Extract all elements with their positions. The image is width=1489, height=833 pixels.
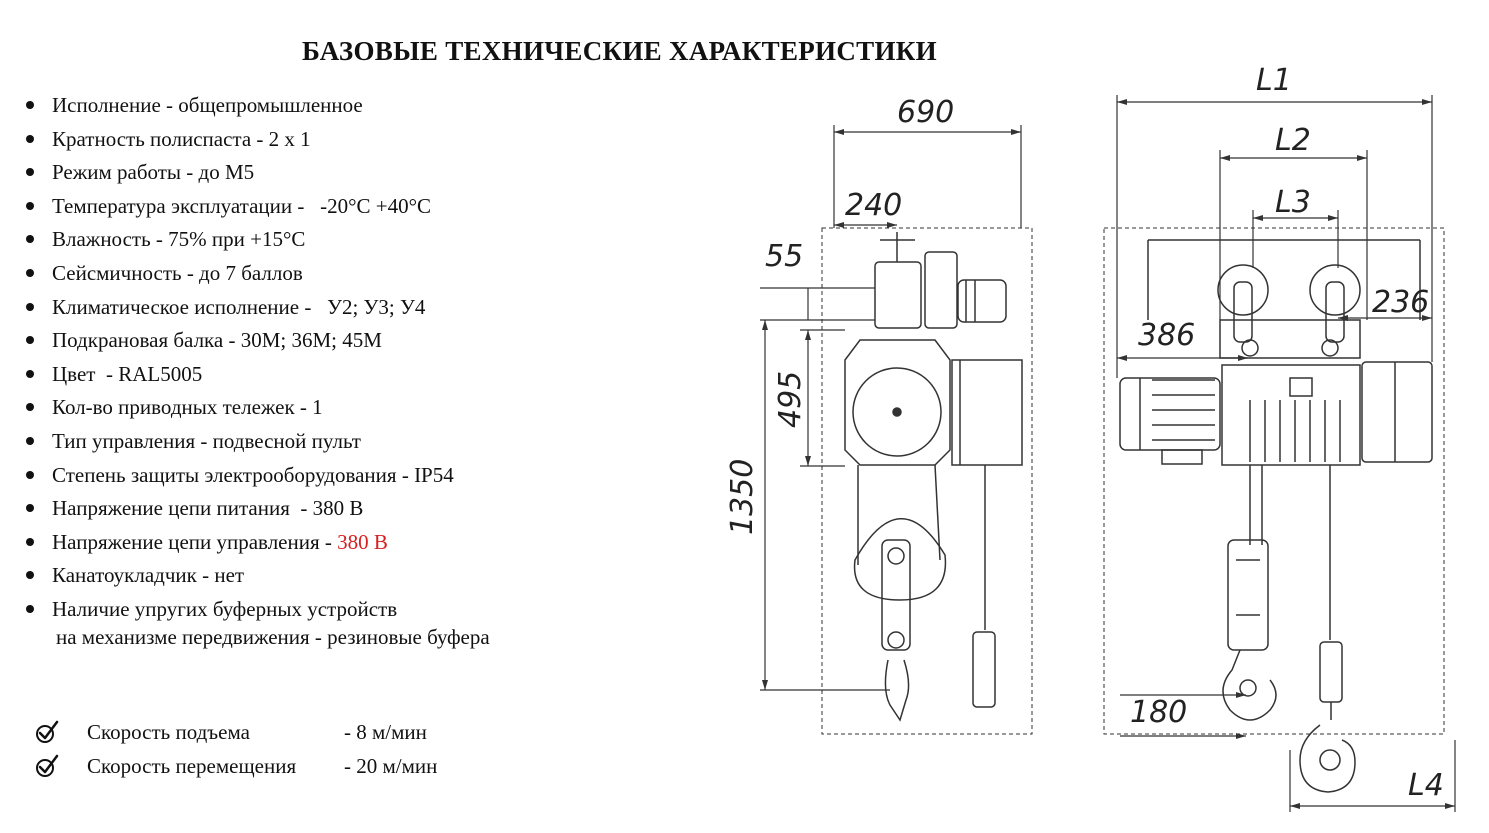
spec-item: Подкрановая балка - 30М; 36М; 45М [22, 326, 490, 360]
hook [884, 659, 910, 722]
wheel-bracket [1325, 281, 1345, 343]
spec-item: Температура эксплуатации - -20°С +40°С [22, 192, 490, 226]
hoist-body [844, 339, 951, 466]
speed-label: Скорость подъема [87, 720, 250, 744]
hoist-drum-end [852, 367, 942, 457]
dim-label-240: 240 [845, 188, 902, 223]
wheel-bracket [1233, 281, 1253, 343]
dim-label-386: 386 [1138, 318, 1195, 353]
front-view [1103, 227, 1445, 793]
check-circle-icon [36, 720, 59, 743]
frame-roller [1241, 339, 1259, 357]
bullet-icon [26, 470, 34, 479]
trolley-wheel [1217, 264, 1269, 316]
spec-item: Степень защиты электрооборудования - IP5… [22, 461, 490, 495]
frame-roller [1321, 339, 1339, 357]
spec-continuation: на механизме передвижения - резиновые бу… [56, 624, 490, 649]
bullet-icon [26, 403, 34, 412]
spec-item: Кол-во приводных тележек - 1 [22, 393, 490, 427]
drum-plate [1289, 377, 1313, 397]
hook-block-plate [881, 539, 911, 651]
block-pin [887, 547, 905, 565]
hook-block [1227, 539, 1269, 651]
bullet-icon [26, 436, 34, 445]
rope-drum [1221, 364, 1361, 466]
bullet-icon [26, 369, 34, 378]
block-pin [887, 631, 905, 649]
pendant-control [972, 631, 996, 708]
gearbox [1361, 361, 1433, 463]
spec-item: Режим работы - до М5 [22, 158, 490, 192]
spec-item: Исполнение - общепромышленное [22, 91, 490, 125]
front-dimensions [1116, 95, 1456, 812]
speed-label: Скорость перемещения [87, 754, 297, 778]
spec-item: Напряжение цепи питания - 380 В [22, 494, 490, 528]
trolley-wheel [924, 251, 958, 329]
speed-value: - 20 м/мин [344, 754, 438, 778]
travel-motor [957, 279, 1007, 323]
dim-label-1350: 1350 [725, 459, 760, 535]
bullet-icon [26, 134, 34, 143]
dim-label-L2: L2 [1275, 123, 1311, 158]
trolley-frame [1219, 319, 1361, 359]
dim-label-180: 180 [1130, 695, 1187, 730]
trolley-wheel [1309, 264, 1361, 316]
hoist-motor [1119, 377, 1221, 451]
drum-center [892, 407, 902, 417]
dim-label-L1: L1 [1256, 63, 1292, 98]
hook-eye [1239, 679, 1257, 697]
bullet-icon [26, 168, 34, 177]
spec-item: Сейсмичность - до 7 баллов [22, 259, 490, 293]
bullet-icon [26, 336, 34, 345]
bullet-icon [26, 302, 34, 311]
side-dimensions [760, 125, 1022, 691]
dim-label-55: 55 [765, 239, 803, 274]
bullet-icon [26, 504, 34, 513]
bullet-icon [26, 604, 34, 613]
highlight-value: 380 В [337, 529, 388, 554]
speed-value: - 8 м/мин [344, 720, 427, 744]
spec-item: Напряжение цепи управления - 380 В [22, 528, 490, 562]
hook-eye [1319, 749, 1341, 771]
bullet-icon [26, 235, 34, 244]
front-envelope [1103, 227, 1445, 735]
hook [1222, 649, 1277, 721]
check-circle-icon [36, 754, 59, 777]
side-view [821, 227, 1033, 735]
spec-item: Влажность - 75% при +15°С [22, 225, 490, 259]
spec-item: Цвет - RAL5005 [22, 360, 490, 394]
bullet-icon [26, 101, 34, 109]
pendant-control [1319, 641, 1343, 703]
spec-item: Тип управления - подвесной пульт [22, 427, 490, 461]
dim-label-690: 690 [897, 95, 954, 130]
side-envelope [821, 227, 1033, 735]
control-box [951, 359, 1023, 466]
motor-foot [1161, 449, 1203, 465]
dim-label-L3: L3 [1275, 185, 1311, 220]
bullet-icon [26, 537, 34, 546]
spec-item: Кратность полиспаста - 2 х 1 [22, 125, 490, 159]
bullet-icon [26, 268, 34, 277]
spec-list: Исполнение - общепромышленное Кратность … [22, 91, 490, 651]
trolley-wheel [874, 261, 922, 329]
hook-block-sheave [853, 518, 947, 601]
lower-hook [1299, 724, 1356, 793]
dim-label-L4: L4 [1408, 768, 1444, 803]
spec-item: Климатическое исполнение - У2; У3; У4 [22, 293, 490, 327]
dim-label-495: 495 [773, 371, 808, 428]
rope [934, 464, 941, 561]
page-title: БАЗОВЫЕ ТЕХНИЧЕСКИЕ ХАРАКТЕРИСТИКИ [302, 36, 937, 66]
bullet-icon [26, 201, 34, 210]
bullet-icon [26, 571, 34, 580]
dim-label-236: 236 [1372, 285, 1429, 320]
spec-item: Канатоукладчик - нет [22, 561, 490, 595]
